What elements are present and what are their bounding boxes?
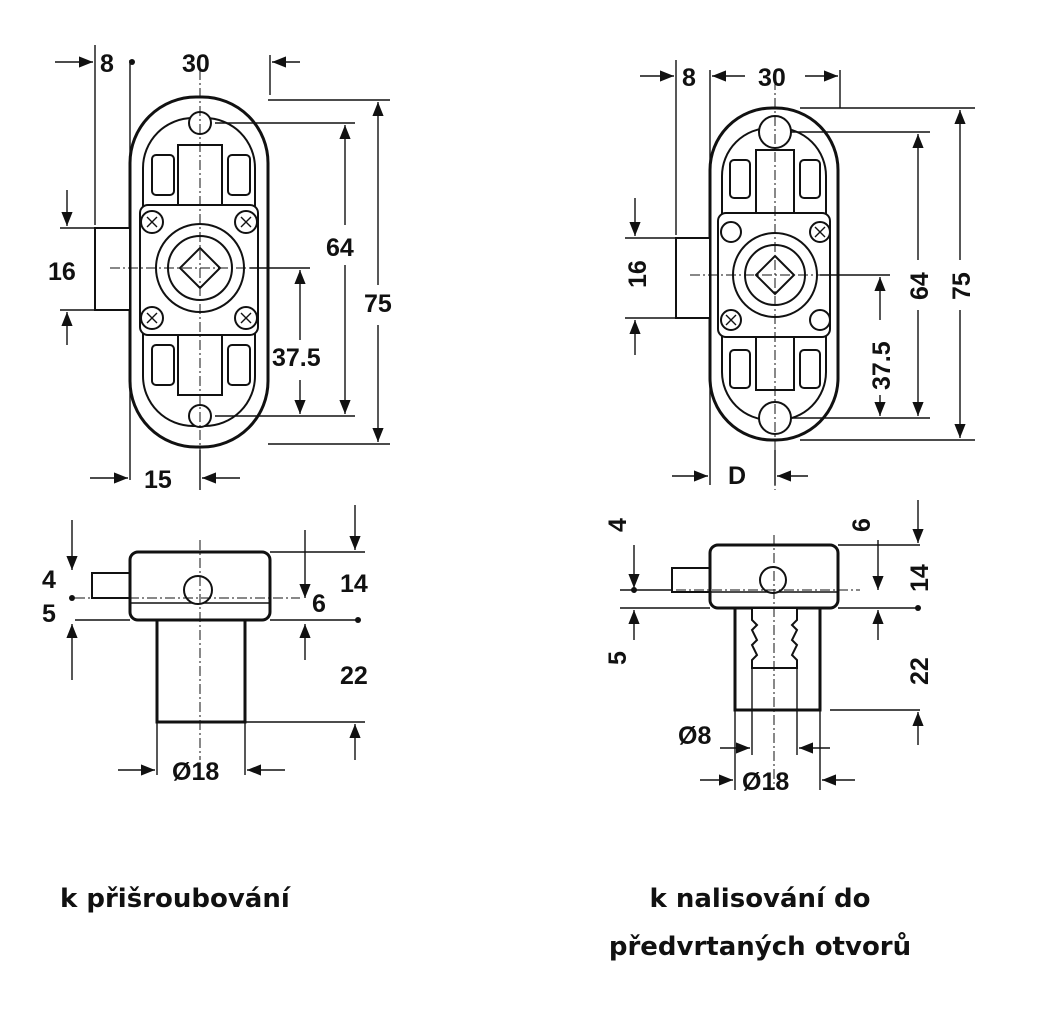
dim-4: 4 (604, 518, 632, 532)
dim-64: 64 (326, 234, 354, 262)
dim-22: 22 (906, 657, 934, 685)
dim-6: 6 (312, 590, 326, 618)
right-side-view: 4 6 14 5 22 Ø8 Ø18 (604, 500, 934, 796)
dim-diameter-8: Ø8 (678, 722, 711, 750)
dim-diameter-18: Ø18 (172, 758, 219, 786)
dim-75: 75 (948, 272, 976, 300)
right-top-view: 8 30 16 64 75 37.5 D (624, 60, 976, 490)
dim-22: 22 (340, 662, 368, 690)
dim-8: 8 (100, 50, 114, 78)
dim-5: 5 (604, 651, 632, 665)
dim-15: 15 (144, 466, 172, 494)
dim-30: 30 (182, 50, 210, 78)
dim-5: 5 (42, 600, 56, 628)
dim-diameter-18: Ø18 (742, 768, 789, 796)
dim-64: 64 (906, 272, 934, 300)
dim-16: 16 (624, 260, 652, 288)
right-caption-line1: k nalisování do (649, 884, 871, 914)
dim-37-5: 37.5 (868, 341, 896, 390)
dim-30: 30 (758, 64, 786, 92)
dim-8: 8 (682, 64, 696, 92)
dim-16: 16 (48, 258, 76, 286)
dim-4: 4 (42, 566, 56, 594)
screw-icons (140, 210, 258, 330)
bolt (94, 227, 131, 311)
left-side-view: 4 5 6 14 22 Ø18 (42, 505, 368, 786)
dim-6: 6 (848, 518, 876, 532)
left-caption: k přišroubování (60, 884, 290, 914)
dim-14: 14 (906, 564, 934, 592)
right-caption-line2: předvrtaných otvorů (608, 932, 912, 962)
dim-37-5: 37.5 (272, 344, 321, 372)
left-top-view: 8 30 16 64 75 37.5 15 (48, 45, 392, 494)
dim-D: D (728, 462, 746, 490)
dim-75: 75 (364, 290, 392, 318)
dim-14: 14 (340, 570, 368, 598)
